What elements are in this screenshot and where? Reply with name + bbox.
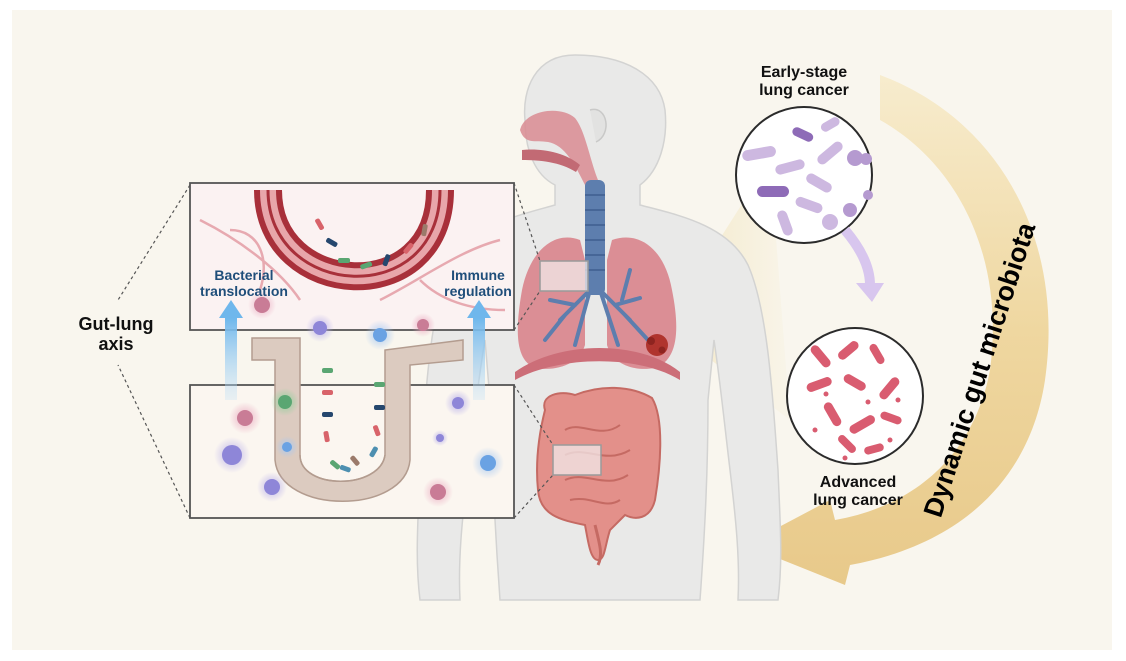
trachea-icon: [585, 180, 605, 295]
tumor-icon: [646, 334, 668, 356]
advanced-microbiota-icon: [786, 327, 924, 465]
gut-zoom-marker: [552, 444, 602, 476]
progression-arrow: [841, 226, 884, 302]
immune-cell-icon: [214, 291, 504, 507]
advanced-text: Advanced lung cancer: [813, 474, 903, 509]
lung-vessel-panel: [189, 182, 515, 331]
advanced-label: Advanced lung cancer: [790, 474, 926, 510]
bacterial-translocation-text: Bacterial translocation: [200, 267, 288, 299]
immune-regulation-arrow: [467, 300, 491, 400]
early-stage-label: Early-stage lung cancer: [738, 64, 870, 100]
early-stage-microbiota-icon: [735, 106, 873, 244]
immune-regulation-label: Immune regulation: [436, 267, 520, 299]
early-stage-text: Early-stage lung cancer: [759, 64, 849, 99]
immune-regulation-text: Immune regulation: [444, 267, 512, 299]
zoom-leader-lines: [117, 182, 554, 519]
dynamic-cycle-arrow: [745, 75, 1049, 585]
airway-head-icon: [520, 110, 598, 185]
bacterial-translocation-label: Bacterial translocation: [195, 267, 293, 299]
axis-title-text: Gut-lung axis: [78, 314, 154, 355]
bacterial-translocation-arrow: [219, 300, 243, 400]
lung-zoom-marker: [539, 260, 589, 292]
axis-title: Gut-lung axis: [60, 314, 172, 354]
